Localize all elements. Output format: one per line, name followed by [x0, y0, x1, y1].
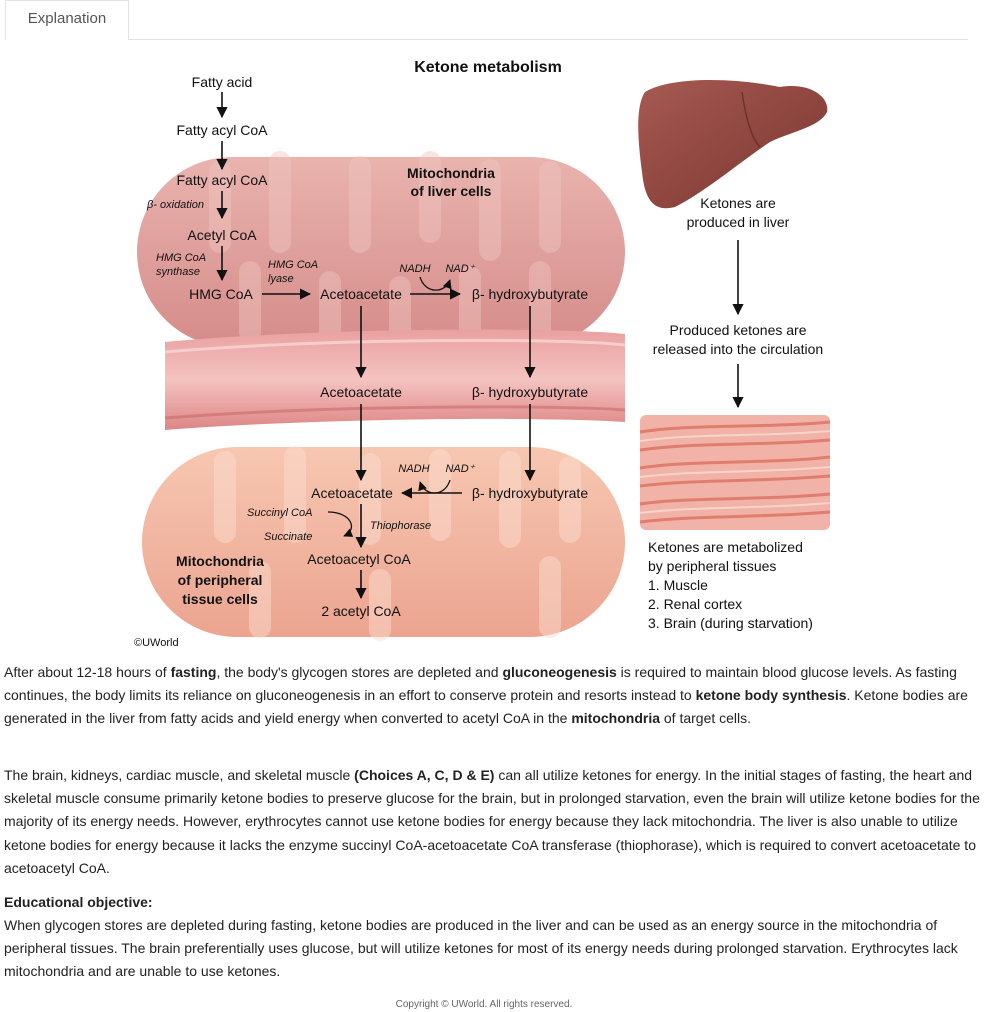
- released-label-1: Produced ketones are: [670, 322, 807, 338]
- ketones-produced-label-2: produced in liver: [687, 214, 790, 230]
- metabolized-item-muscle: 1. Muscle: [648, 577, 708, 593]
- peripheral-cristae: [214, 446, 581, 641]
- tab-bar: Explanation: [0, 0, 968, 40]
- liver-nad-label: NAD⁺: [445, 263, 475, 275]
- p1-bold-gluconeogenesis: gluconeogenesis: [502, 664, 617, 680]
- p1-bold-fasting: fasting: [170, 664, 217, 680]
- liver-mito-label-1: Mitochondria: [407, 165, 495, 181]
- released-label-2: released into the circulation: [653, 341, 823, 357]
- tissue-mito-label-1: Mitochondria: [176, 553, 264, 569]
- hmg-coa-label: HMG CoA: [189, 286, 253, 302]
- tab-explanation[interactable]: Explanation: [5, 0, 129, 40]
- hmg-lyase-label-1: HMG CoA: [268, 259, 318, 271]
- paragraph-organs: The brain, kidneys, cardiac muscle, and …: [4, 764, 994, 880]
- liver-acetoacetate-label: Acetoacetate: [320, 286, 402, 302]
- acetyl-coa-label: Acetyl CoA: [187, 227, 257, 243]
- fatty-acyl-coa-cytosol-label: Fatty acyl CoA: [176, 122, 268, 138]
- muscle-tissue-illustration: [639, 415, 831, 530]
- liver-nadh-label: NADH: [399, 263, 430, 275]
- p1-text-c: , the body's glycogen stores are deplete…: [216, 664, 503, 680]
- p1-bold-mitochondria: mitochondria: [571, 710, 660, 727]
- liver-cristae: [209, 151, 561, 348]
- ketone-metabolism-figure: Ketone metabolism Fatty acid Fatty acyl …: [130, 52, 840, 650]
- figure-title: Ketone metabolism: [414, 59, 562, 76]
- tissue-bhb-label: β- hydroxybutyrate: [472, 485, 588, 501]
- acetoacetyl-coa-label: Acetoacetyl CoA: [307, 551, 411, 567]
- educational-objective-heading: Educational objective:: [4, 894, 153, 910]
- p2-bold-choices: (Choices A, C, D & E): [354, 767, 495, 783]
- tissue-mito-label-2: of peripheral: [178, 572, 263, 588]
- two-acetyl-coa-label: 2 acetyl CoA: [321, 603, 401, 619]
- thiophorase-label: Thiophorase: [370, 520, 431, 532]
- educational-objective-text: When glycogen stores are depleted during…: [4, 917, 958, 980]
- p1-text-g: . Ketone bodies are generated in the liv…: [4, 687, 968, 727]
- beta-oxidation-label: β- oxidation: [146, 199, 204, 211]
- metabolized-item-brain: 3. Brain (during starvation): [648, 615, 813, 631]
- liver-mitochondrion: [137, 157, 625, 347]
- succinate-label: Succinate: [264, 531, 312, 543]
- p1-text-e: is required to maintain blood glucose le…: [4, 664, 957, 704]
- metabolized-item-renal: 2. Renal cortex: [648, 596, 742, 612]
- ketones-produced-label-1: Ketones are: [700, 195, 776, 211]
- thiophorase-curve: [327, 511, 354, 537]
- p1-text-i: of target cells.: [660, 710, 752, 727]
- hmg-synthase-label-1: HMG CoA: [156, 252, 206, 264]
- figure-credit: ©UWorld: [134, 637, 179, 649]
- metabolized-label-1: Ketones are metabolized: [648, 539, 803, 555]
- blood-vessel: [165, 329, 625, 430]
- p1-text-a: After about 12-18 hours of: [4, 664, 171, 680]
- fatty-acyl-coa-mito-label: Fatty acyl CoA: [176, 172, 268, 188]
- paragraph-fasting: After about 12-18 hours of fasting, the …: [4, 661, 994, 731]
- fatty-acid-label: Fatty acid: [192, 74, 253, 90]
- tissue-mito-label-3: tissue cells: [182, 591, 258, 607]
- liver-illustration: [638, 80, 828, 209]
- tissue-acetoacetate-label: Acetoacetate: [311, 485, 393, 501]
- p2-text-a: The brain, kidneys, cardiac muscle, and …: [4, 767, 355, 783]
- tissue-nadh-label: NADH: [398, 463, 429, 475]
- succinyl-coa-label: Succinyl CoA: [247, 507, 312, 519]
- liver-nadh-curve: [419, 276, 452, 291]
- liver-bhb-label: β- hydroxybutyrate: [472, 286, 588, 302]
- vessel-bhb-label: β- hydroxybutyrate: [472, 384, 588, 400]
- liver-mito-label-2: of liver cells: [411, 183, 492, 199]
- tab-divider: [129, 39, 968, 40]
- tissue-nad-label: NAD⁺: [445, 463, 475, 475]
- vessel-acetoacetate-label: Acetoacetate: [320, 384, 402, 400]
- hmg-lyase-label-2: lyase: [268, 273, 294, 285]
- p2-text-c: can all utilize ketones for energy. In t…: [4, 767, 980, 876]
- copyright-footer: Copyright © UWorld. All rights reserved.: [395, 999, 573, 1010]
- hmg-synthase-label-2: synthase: [156, 266, 200, 278]
- metabolized-label-2: by peripheral tissues: [648, 558, 776, 574]
- p1-bold-ketone-synthesis: ketone body synthesis: [695, 687, 847, 704]
